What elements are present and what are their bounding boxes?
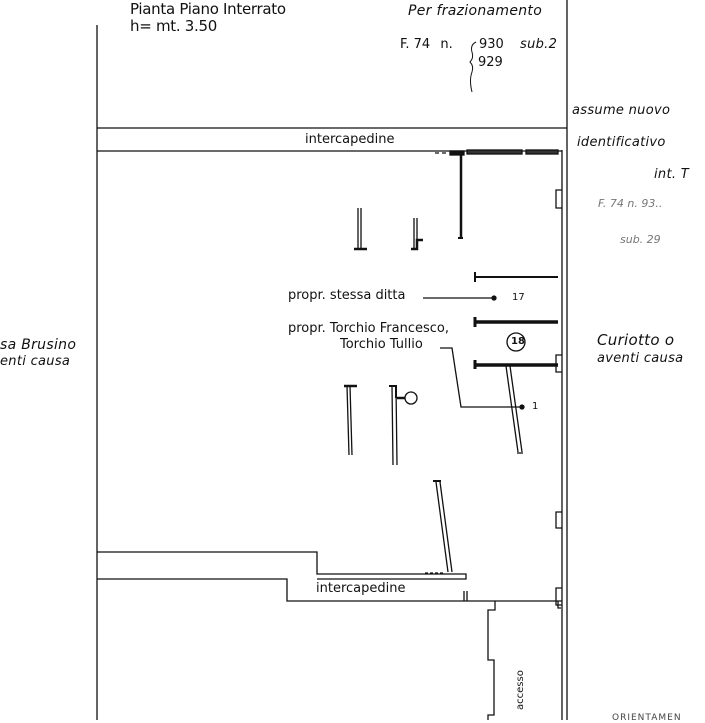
owner-torchio-line1: propr. Torchio Francesco, xyxy=(288,321,449,336)
cadastral-parcel-2: 929 xyxy=(478,55,503,70)
orientation-label: ORIENTAMEN xyxy=(612,713,682,723)
intercapedine-bottom-label: intercapedine xyxy=(316,581,406,596)
new-id-line2: identificativo xyxy=(577,135,666,150)
cadastral-subunit: sub.2 xyxy=(520,37,558,52)
lower-wall-left xyxy=(97,551,467,580)
new-id-line5: sub. 29 xyxy=(620,233,661,246)
owner-torchio-ref: 1 xyxy=(532,401,539,412)
unit-marker-number: 18 xyxy=(511,336,525,347)
cadastral-sheet: F. 74 n. xyxy=(400,37,453,52)
neighbor-right-line1: Curiotto o xyxy=(597,331,675,349)
new-id-line1: assume nuovo xyxy=(572,103,671,118)
new-id-line4: F. 74 n. 93.. xyxy=(598,197,663,210)
accesso-label: accesso xyxy=(515,670,526,710)
plan-title: Pianta Piano Interrato xyxy=(130,0,286,18)
owner-same-company-ref: 17 xyxy=(512,292,525,303)
accesso-corridor-wall xyxy=(487,601,496,720)
neighbor-right-line2: aventi causa xyxy=(597,351,684,366)
cadastral-parcel-1: 930 xyxy=(479,37,504,52)
owner-same-company: propr. stessa ditta xyxy=(288,288,406,303)
neighbor-left-line1: sa Brusino xyxy=(0,337,77,353)
new-id-line3: int. T xyxy=(654,167,689,182)
ceiling-height: h= mt. 3.50 xyxy=(130,17,217,35)
intercapedine-bottom-walls xyxy=(97,578,562,602)
neighbor-left-line2: enti causa xyxy=(0,354,71,369)
owner-torchio-line2: Torchio Tullio xyxy=(340,337,423,352)
intercapedine-top-label: intercapedine xyxy=(305,132,395,147)
unit-marker-circle xyxy=(506,332,526,352)
purpose-note: Per frazionamento xyxy=(408,3,543,19)
